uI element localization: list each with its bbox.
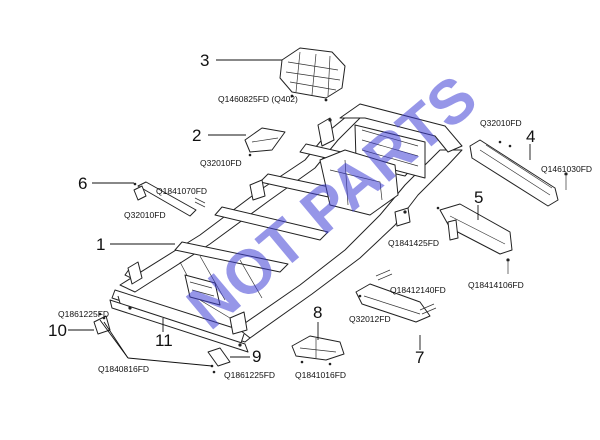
watermark: NOT PARTS bbox=[175, 63, 490, 343]
code-part-3: Q1460825FD (Q402) bbox=[218, 94, 298, 104]
code-part-5a: Q1841425FD bbox=[388, 238, 439, 248]
part-4-beam bbox=[469, 139, 568, 207]
code-part-5b: Q18414106FD bbox=[468, 280, 524, 290]
code-part-8: Q1841016FD bbox=[295, 370, 346, 380]
code-part-2: Q32010FD bbox=[200, 158, 242, 168]
part-10-plate bbox=[93, 312, 111, 335]
callout-8: 8 bbox=[313, 303, 322, 322]
callout-numbers: 3 2 6 1 4 5 7 8 9 10 11 bbox=[48, 51, 535, 367]
callout-1: 1 bbox=[96, 235, 105, 254]
part-8-bracket bbox=[291, 335, 345, 366]
code-part-7b: Q32012FD bbox=[349, 314, 391, 324]
code-part-4b: Q1461030FD bbox=[541, 164, 592, 174]
callout-7: 7 bbox=[415, 348, 424, 367]
code-part-7a: Q18412140FD bbox=[390, 285, 446, 295]
callout-3: 3 bbox=[200, 51, 209, 70]
callout-11: 11 bbox=[155, 331, 173, 350]
callout-4: 4 bbox=[526, 127, 535, 146]
part-3-bracket bbox=[279, 47, 346, 102]
callout-9: 9 bbox=[252, 347, 261, 366]
code-part-9b: Q1861225FD bbox=[224, 370, 275, 380]
code-part-6b: Q32010FD bbox=[124, 210, 166, 220]
code-part-4a: Q32010FD bbox=[480, 118, 522, 128]
code-part-10: Q1861225FD bbox=[58, 309, 109, 319]
part-6-bracket bbox=[133, 181, 206, 217]
part-codes: Q1460825FD (Q402) Q32010FD Q1841070FD Q3… bbox=[58, 94, 592, 380]
part-7-plate bbox=[355, 269, 437, 323]
callout-5: 5 bbox=[474, 188, 483, 207]
callout-2: 2 bbox=[192, 126, 201, 145]
code-part-6a: Q1841070FD bbox=[156, 186, 207, 196]
code-part-9a: Q1840816FD bbox=[98, 364, 149, 374]
part-5-mount bbox=[436, 203, 513, 274]
chassis-frame bbox=[109, 103, 463, 353]
part-2-plate bbox=[244, 127, 286, 157]
part-9-plate bbox=[207, 347, 231, 374]
leader-lines bbox=[68, 59, 531, 367]
callout-6: 6 bbox=[78, 174, 87, 193]
callout-10: 10 bbox=[48, 321, 67, 340]
